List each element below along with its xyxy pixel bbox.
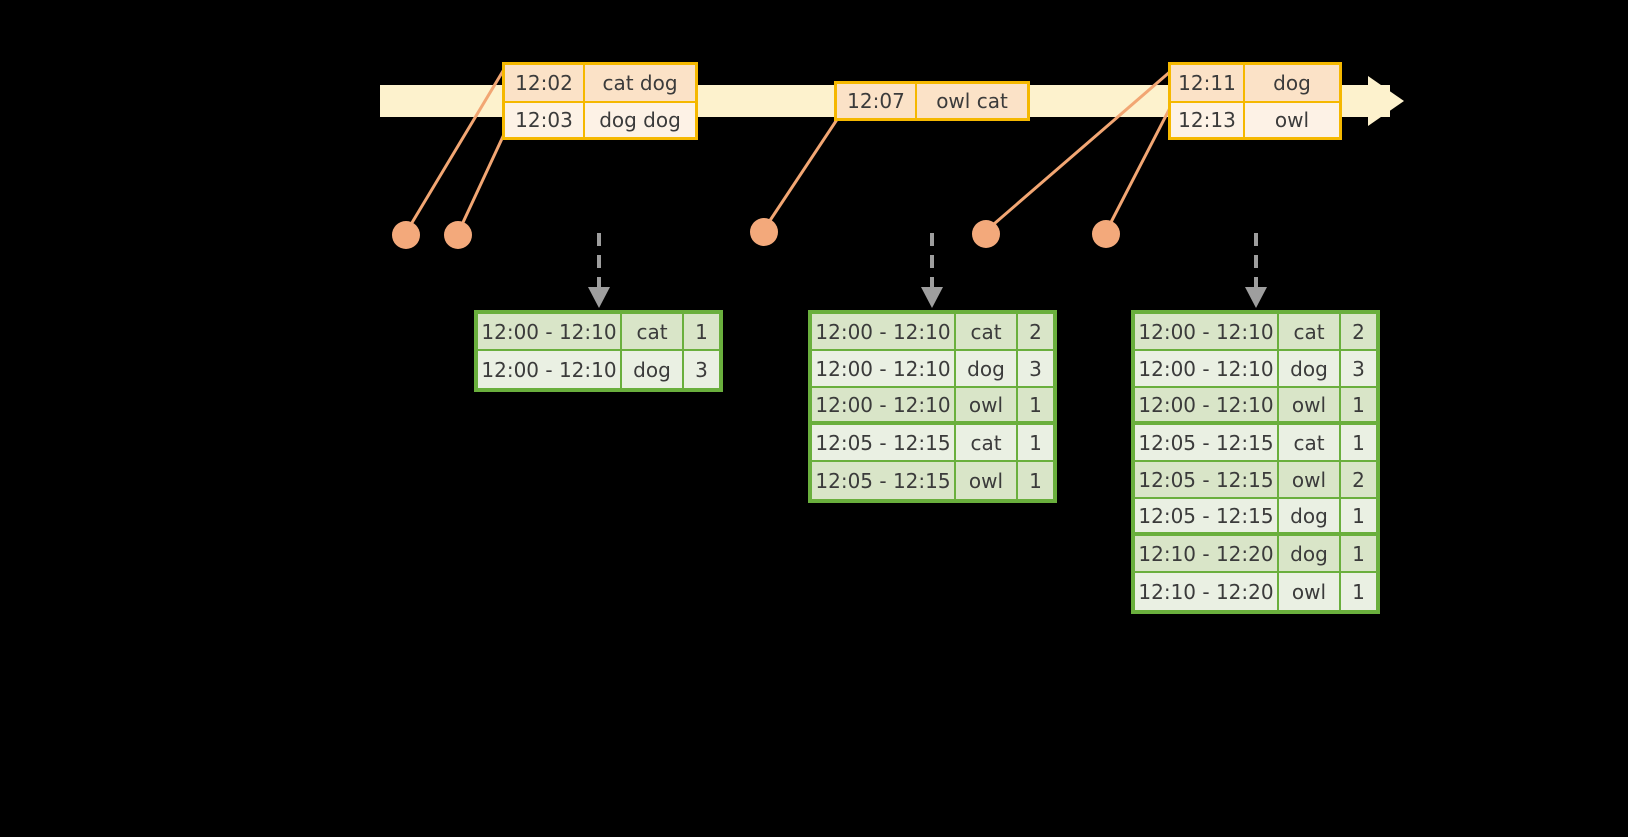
window-cell: 12:00 - 12:10 bbox=[812, 314, 956, 351]
key-cell: dog bbox=[1279, 536, 1341, 573]
key-cell: owl bbox=[956, 388, 1018, 425]
count-cell: 1 bbox=[1018, 425, 1053, 462]
timeline-event-row[interactable]: 12:11 dog bbox=[1171, 65, 1339, 101]
key-cell: dog bbox=[1279, 499, 1341, 536]
event-time: 12:07 bbox=[837, 84, 917, 118]
window-cell: 12:00 - 12:10 bbox=[1135, 388, 1279, 425]
timeline-event-row[interactable]: 12:02 cat dog bbox=[505, 65, 695, 101]
connector-line bbox=[763, 117, 840, 229]
event-words: dog bbox=[1273, 70, 1311, 95]
event-words: owl cat bbox=[936, 89, 1008, 113]
window-cell: 12:00 - 12:10 bbox=[1135, 314, 1279, 351]
window-cell: 12:00 - 12:10 bbox=[1135, 351, 1279, 388]
window-cell: 12:00 - 12:10 bbox=[812, 351, 956, 388]
timeline-event-group-1[interactable]: 12:02 cat dog 12:03 dog dog bbox=[502, 62, 698, 140]
timeline-event-group-3[interactable]: 12:11 dog 12:13 owl bbox=[1168, 62, 1342, 140]
key-cell: cat bbox=[1279, 425, 1341, 462]
key-cell: owl bbox=[956, 462, 1018, 499]
count-cell: 3 bbox=[1018, 351, 1053, 388]
event-words: cat dog bbox=[602, 70, 678, 95]
window-cell: 12:05 - 12:15 bbox=[1135, 462, 1279, 499]
event-time: 12:11 bbox=[1171, 65, 1245, 101]
count-cell: 3 bbox=[1341, 351, 1376, 388]
count-cell: 2 bbox=[1341, 462, 1376, 499]
window-cell: 12:05 - 12:15 bbox=[1135, 499, 1279, 536]
window-cell: 12:00 - 12:10 bbox=[478, 314, 622, 351]
count-cell: 1 bbox=[1341, 388, 1376, 425]
count-cell: 1 bbox=[1341, 499, 1376, 536]
count-cell: 1 bbox=[1352, 579, 1365, 604]
connector-dot bbox=[444, 221, 472, 249]
key-cell: cat bbox=[956, 314, 1018, 351]
event-words: dog dog bbox=[599, 107, 681, 132]
count-cell: 1 bbox=[684, 314, 719, 351]
event-time: 12:02 bbox=[505, 65, 585, 101]
connector-dot bbox=[1092, 220, 1120, 248]
count-cell: 2 bbox=[1018, 314, 1053, 351]
connector-dot bbox=[972, 220, 1000, 248]
count-cell: 3 bbox=[695, 357, 708, 382]
key-cell: owl bbox=[1279, 388, 1341, 425]
event-time: 12:03 bbox=[505, 102, 585, 137]
window-cell: 12:05 - 12:15 bbox=[1135, 425, 1279, 462]
connector-dot bbox=[392, 221, 420, 249]
timeline-event-row[interactable]: 12:07 owl cat bbox=[837, 84, 1027, 118]
window-cell: 12:00 - 12:10 bbox=[812, 388, 956, 425]
connector-dot bbox=[750, 218, 778, 246]
window-cell: 12:05 - 12:15 bbox=[812, 425, 956, 462]
window-cell: 12:10 - 12:20 bbox=[1135, 573, 1279, 610]
count-cell: 2 bbox=[1341, 314, 1376, 351]
timeline-event-row[interactable]: 12:13 owl bbox=[1171, 100, 1339, 137]
key-cell: cat bbox=[956, 425, 1018, 462]
count-cell: 1 bbox=[1341, 425, 1376, 462]
key-cell: owl bbox=[1279, 462, 1341, 499]
down-arrow-icon bbox=[921, 233, 943, 308]
key-cell: cat bbox=[1279, 314, 1341, 351]
window-cell: 12:05 - 12:15 bbox=[812, 462, 956, 499]
connector-line bbox=[457, 129, 508, 232]
connector-line bbox=[1105, 103, 1174, 231]
key-cell: dog bbox=[1279, 351, 1341, 388]
window-cell: 12:10 - 12:20 bbox=[1135, 536, 1279, 573]
event-time: 12:13 bbox=[1171, 102, 1245, 137]
right-arrow-head-icon bbox=[1368, 76, 1404, 126]
key-cell: dog bbox=[622, 351, 684, 388]
count-cell: 1 bbox=[1029, 468, 1042, 493]
timeline-event-row[interactable]: 12:03 dog dog bbox=[505, 100, 695, 137]
key-cell: dog bbox=[956, 351, 1018, 388]
count-cell: 1 bbox=[1018, 388, 1053, 425]
window-cell: 12:00 - 12:10 bbox=[478, 351, 622, 388]
event-words: owl bbox=[1274, 107, 1310, 132]
down-arrow-icon bbox=[1245, 233, 1267, 308]
count-cell: 1 bbox=[1341, 536, 1376, 573]
key-cell: cat bbox=[622, 314, 684, 351]
timeline-event-group-2[interactable]: 12:07 owl cat bbox=[834, 81, 1030, 121]
key-cell: owl bbox=[1279, 573, 1341, 610]
down-arrow-icon bbox=[588, 233, 610, 308]
